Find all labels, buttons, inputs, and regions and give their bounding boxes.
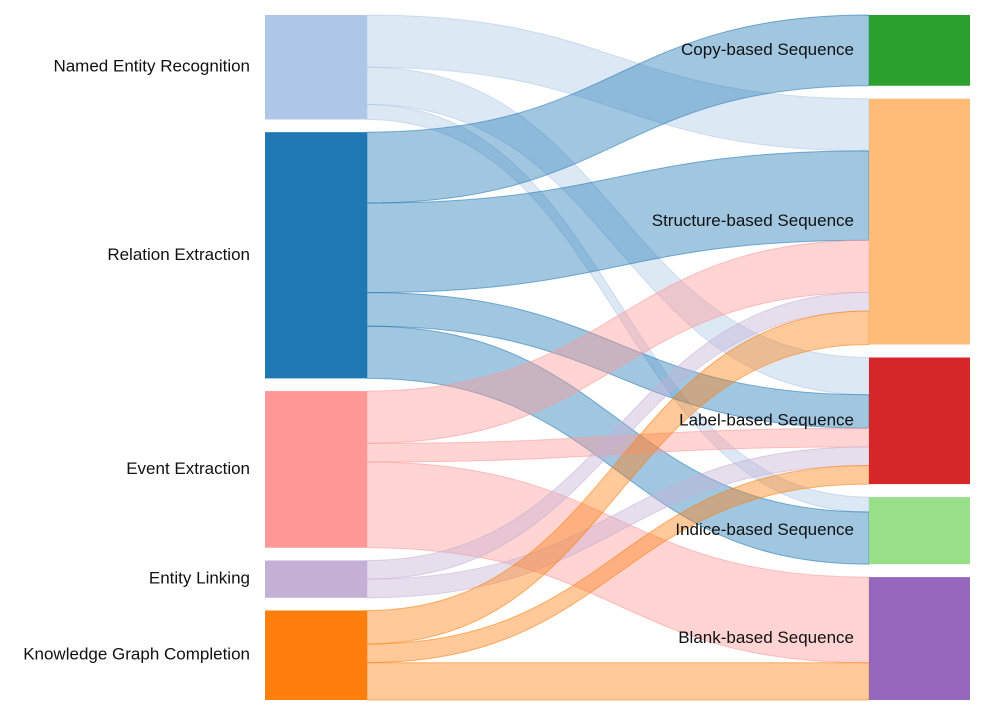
link-kgc-to-blank [366,662,870,701]
node-blank [869,577,970,700]
node-el [265,560,367,598]
node-re [265,132,367,379]
node-label-indice: Indice-based Sequence [675,520,854,539]
node-label-blank: Blank-based Sequence [678,628,854,647]
node-kgc [265,610,367,700]
node-ner [265,15,367,120]
node-label-el: Entity Linking [149,569,250,588]
node-label [869,357,970,485]
node-label-re: Relation Extraction [107,245,250,264]
node-indice [869,497,970,565]
node-ee [265,391,367,548]
link-re-to-copy [366,14,870,204]
sankey-links [366,14,870,701]
node-label-copy: Copy-based Sequence [681,40,854,59]
node-label-label: Label-based Sequence [679,410,854,429]
node-copy [869,15,970,86]
node-label-kgc: Knowledge Graph Completion [23,645,250,664]
node-structure [869,98,970,345]
node-label-ner: Named Entity Recognition [53,57,250,76]
node-label-ee: Event Extraction [126,459,250,478]
sankey-nodes [265,15,970,700]
node-label-structure: Structure-based Sequence [652,211,854,230]
